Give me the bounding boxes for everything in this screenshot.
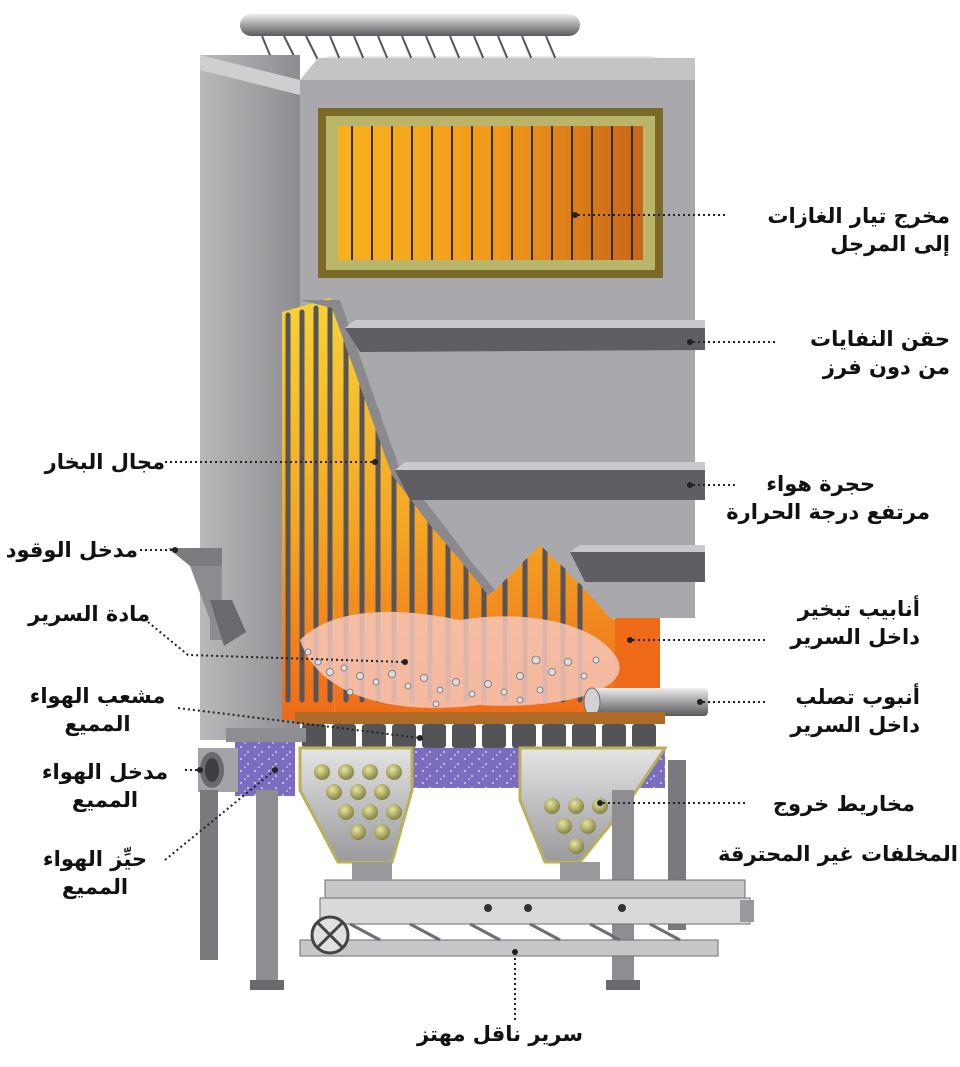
label-fuel-inlet: مدخل الوقود [5,538,138,562]
leader-lines [140,212,775,1020]
label-outlet-cones: مخاريط خروج [772,792,915,816]
label-fluidizing-air-plenum: حيِّز الهواء المميع [42,847,148,899]
label-steam-field: مجال البخار [44,450,165,474]
in-bed-hardening-tube [583,687,708,717]
label-in-bed-evaporator-tubes: أنابيب تبخير داخل السرير [790,597,920,649]
label-in-bed-hardening-tube: أنبوب تصلب داخل السرير [790,685,920,737]
steam-field-roof [300,300,695,618]
label-fluidizing-air-distributor: مشعب الهواء المميع [29,684,166,736]
bed-material [300,611,620,708]
waste-injection-ledge [345,320,705,352]
label-fluidizing-air-inlet: مدخل الهواء المميع [41,760,169,812]
air-chamber-ledge [395,462,705,582]
fuel-inlet-chute [168,548,246,646]
fluidizing-air-inlet-pipe [198,748,238,792]
label-bed-material: مادة السرير [28,602,150,626]
fluidizing-air-distributor [295,712,665,748]
label-high-temp-air-chamber: حجرة هواء مرتفع درجة الحرارة [726,472,930,524]
label-waste-injection: حقن النفايات من دون فرز [810,327,950,379]
label-vibrating-conveyor: سرير ناقل مهتز [416,1022,584,1046]
gas-outlet-heat-exchanger [318,108,663,278]
label-unburned-residue: المخلفات غير المحترقة [718,842,958,866]
vibrating-conveyor [299,862,754,957]
label-gas-outlet: مخرج تيار الغازات إلى المرجل [767,204,950,256]
